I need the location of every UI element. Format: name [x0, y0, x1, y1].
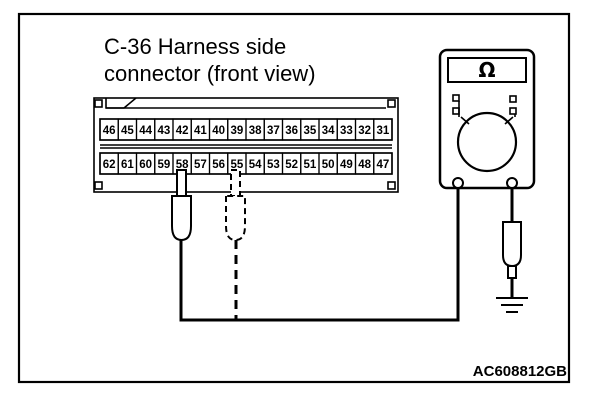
meter-dial-ticks: [458, 101, 516, 125]
pin-55: 55: [230, 159, 243, 171]
probe-dashed-tip: [230, 169, 241, 197]
pin-61: 61: [121, 159, 134, 171]
pin-56: 56: [212, 159, 225, 171]
lock-tab-bottom-right: [387, 181, 396, 190]
pin-62: 62: [103, 159, 116, 171]
meter-button-4: [509, 107, 517, 115]
c36-connector: [93, 97, 399, 193]
ground-symbol-icon: [496, 297, 528, 313]
pin-36: 36: [285, 125, 298, 137]
pin-44: 44: [139, 125, 152, 137]
pin-38: 38: [249, 125, 262, 137]
pin-58: 58: [176, 159, 189, 171]
test-leads: [179, 185, 514, 322]
meter-display: [447, 57, 527, 83]
pin-cell: [373, 152, 393, 175]
figure-frame: [17, 12, 571, 384]
ohmmeter-icon: Ω: [438, 48, 536, 190]
pin-50: 50: [322, 159, 335, 171]
caption-line-2: connector (front view): [104, 61, 316, 86]
pin-53: 53: [267, 159, 280, 171]
pin-57: 57: [194, 159, 207, 171]
probe-ground-handle: [502, 221, 522, 268]
pin-40: 40: [212, 125, 225, 137]
pin-34: 34: [322, 125, 335, 137]
pin-54: 54: [249, 159, 262, 171]
caption-line-1: C-36 Harness side: [104, 34, 286, 59]
meter-selector-dial: [456, 111, 518, 173]
pin-cells-top: 46 45 44 43 42 41 40 39 38 37 36 35 34 33 32 31: [99, 118, 393, 141]
pin-41: 41: [194, 125, 207, 137]
pin-51: 51: [303, 159, 316, 171]
pin-59: 59: [157, 159, 170, 171]
meter-jack-com: [452, 177, 464, 189]
figure-code: AC608812GB: [473, 363, 567, 380]
pin-48: 48: [358, 159, 371, 171]
pin-cell: [373, 118, 393, 141]
probe-solid-handle: [171, 195, 192, 242]
connector-key-notch: [105, 97, 137, 109]
pin-39: 39: [230, 125, 243, 137]
probe-dashed: [225, 169, 246, 242]
pin-32: 32: [358, 125, 371, 137]
probe-dashed-handle: [225, 195, 246, 242]
meter-button-1: [452, 94, 460, 102]
lock-tab-top-left: [94, 99, 103, 108]
pin-31: 31: [376, 125, 389, 137]
lead-solid: [179, 185, 460, 322]
pin-cells-bottom: 62 61 60 59 58 57 56 55 54 53 52 51 50 49 48 47: [99, 152, 393, 175]
meter-button-3: [509, 95, 517, 103]
pin-60: 60: [139, 159, 152, 171]
pin-52: 52: [285, 159, 298, 171]
pin-42: 42: [176, 125, 189, 137]
lock-tab-top-right: [387, 99, 396, 108]
meter-jack-ohm: [506, 177, 518, 189]
probe-solid: [171, 169, 192, 242]
pin-43: 43: [157, 125, 170, 137]
probe-ground-tip: [507, 265, 517, 279]
pin-46: 46: [103, 125, 116, 137]
pin-47: 47: [376, 159, 389, 171]
connector-body: [93, 97, 399, 193]
pin-33: 33: [340, 125, 353, 137]
pin-45: 45: [121, 125, 134, 137]
pin-49: 49: [340, 159, 353, 171]
probe-ground: [502, 221, 522, 279]
probe-solid-tip: [176, 169, 187, 197]
meter-unit-symbol: Ω: [478, 58, 495, 82]
lock-tab-bottom-left: [94, 181, 103, 190]
pin-37: 37: [267, 125, 280, 137]
pin-35: 35: [303, 125, 316, 137]
